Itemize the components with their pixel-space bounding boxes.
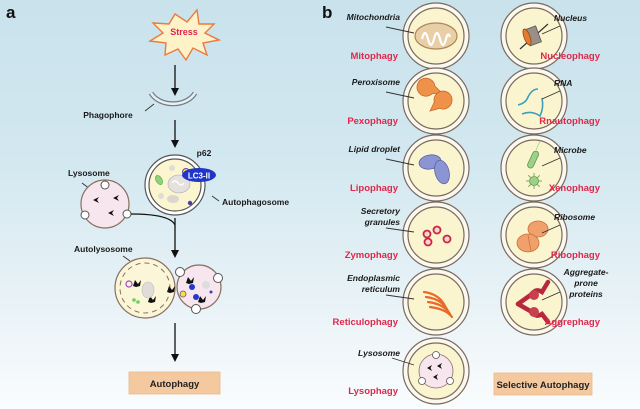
autophagy-type-label: Reticulophagy	[333, 317, 399, 328]
cargo-icon	[414, 22, 458, 50]
lysosome-label: Lysosome	[68, 168, 110, 178]
leader-line	[391, 357, 415, 366]
autophagy-type-label: Zymophagy	[345, 250, 399, 261]
autophagy-type-label: Aggrephagy	[545, 317, 601, 328]
cargo-label: prone	[573, 278, 598, 288]
stress-burst-icon	[147, 8, 222, 62]
fusion-line	[130, 213, 176, 226]
cargo-icon	[526, 140, 542, 189]
cargo-label: Endoplasmic	[347, 273, 400, 283]
stress-label: Stress	[170, 27, 198, 37]
autolysosome-icon	[114, 257, 223, 319]
cargo-icon	[418, 351, 454, 389]
cargo-label: granules	[364, 217, 401, 227]
p62-label: p62	[197, 148, 212, 158]
leader-line	[385, 91, 415, 99]
cargo-icon	[515, 279, 551, 325]
autophagosome-icon	[144, 154, 206, 216]
cargo-label: Secretory	[361, 206, 401, 216]
cargo-label: Aggregate-	[563, 267, 609, 277]
cargo-label: Peroxisome	[352, 77, 400, 87]
autophagy-type-label: Ribophagy	[551, 250, 601, 261]
leader-line	[385, 294, 415, 300]
leader-line	[541, 157, 561, 167]
cargo-label: Microbe	[554, 145, 587, 155]
arrowhead-icon	[171, 250, 179, 258]
autophagy-type-label: Nucleophagy	[540, 51, 600, 62]
autophagy-box	[128, 371, 221, 395]
cargo-label: Lysosome	[358, 348, 400, 358]
panel-a-letter: a	[6, 3, 16, 22]
autophagosome-label: Autophagosome	[222, 197, 289, 207]
autophagy-type-label: Lysophagy	[348, 386, 399, 397]
cargo-icon	[416, 77, 453, 112]
lc3-ii-marker-icon	[182, 168, 216, 182]
cargo-label: Nucleus	[554, 13, 587, 23]
cargo-label: RNA	[554, 78, 572, 88]
leader-line	[541, 25, 561, 35]
phagophore-label: Phagophore	[83, 110, 133, 120]
lysosome-icon	[80, 179, 132, 229]
panel-b-letter: b	[322, 3, 332, 22]
autophagy-type-label: Xenophagy	[549, 183, 601, 194]
leader-line	[385, 158, 415, 166]
arrowhead-icon	[171, 88, 179, 96]
autolysosome-label: Autolysosome	[74, 244, 133, 254]
cargo-icon	[418, 154, 450, 185]
selective-autophagy-label: Selective Autophagy	[496, 380, 590, 391]
leader-line	[541, 224, 561, 234]
arrowhead-icon	[171, 354, 179, 362]
cargo-icon	[422, 290, 454, 319]
cargo-label: Lipid droplet	[349, 144, 402, 154]
leader-line	[385, 227, 415, 233]
cargo-label: reticulum	[362, 284, 401, 294]
autophagy-type-label: Rnautophagy	[539, 116, 600, 127]
selective-autophagy-cell: RNA Rnautophagy	[500, 67, 601, 135]
leader-line	[385, 26, 415, 34]
cargo-label: Mitochondria	[347, 12, 401, 22]
arrowhead-icon	[171, 140, 179, 148]
cargo-icon	[422, 225, 452, 247]
autophagy-type-label: Pexophagy	[347, 116, 398, 127]
leader-line	[541, 90, 561, 100]
cargo-icon	[517, 88, 544, 118]
leader-line	[541, 291, 561, 301]
autophagy-label: Autophagy	[150, 379, 200, 390]
autophagy-type-label: Mitophagy	[351, 51, 399, 62]
selective-autophagy-box	[493, 372, 593, 396]
autophagy-type-label: Lipophagy	[350, 183, 399, 194]
cargo-label: proteins	[568, 289, 603, 299]
cargo-icon	[519, 23, 549, 50]
cargo-label: Ribosome	[554, 212, 595, 222]
lc3-ii-label: LC3-II	[188, 172, 210, 181]
